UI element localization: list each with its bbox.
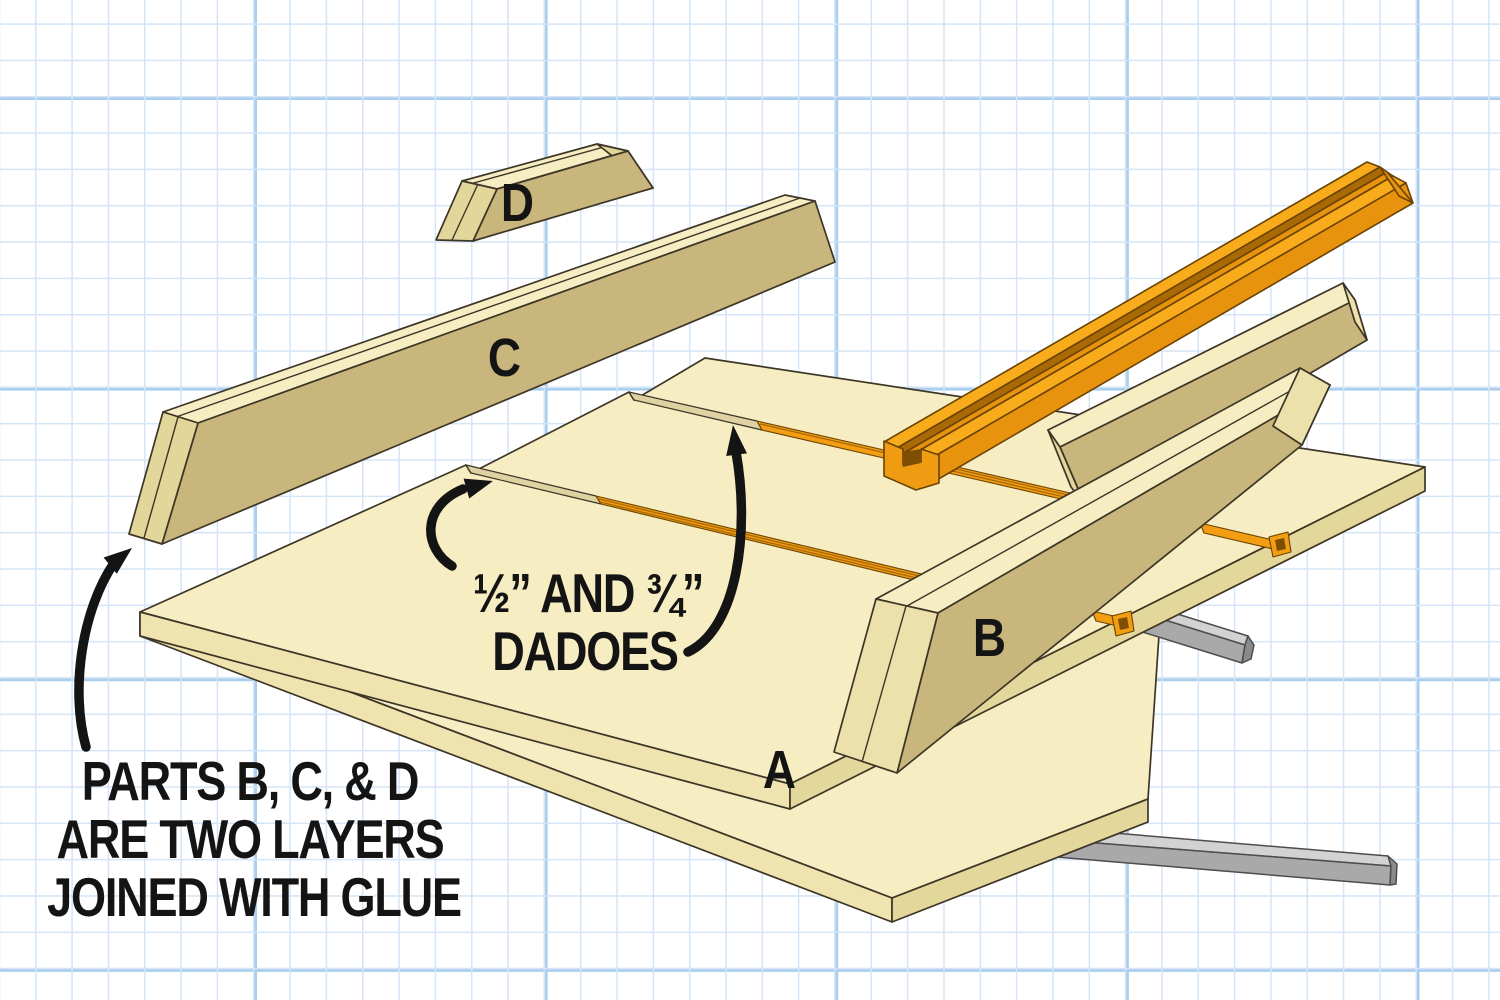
part-label-b: B — [973, 608, 1005, 668]
callout-glue-line3: JOINED WITH GLUE — [47, 866, 461, 928]
front-fence-b — [833, 367, 1331, 774]
half-inch-dado — [465, 464, 1135, 637]
stop-block-d — [435, 143, 654, 242]
curved-arrow-half-dado-icon — [426, 478, 493, 571]
annotation-arrows — [74, 425, 747, 752]
callout-glue-line2: ARE TWO LAYERS — [57, 808, 444, 870]
callout-dadoes-line2: DADOES — [492, 620, 678, 682]
callout-glue-note: PARTS B, C, & D ARE TWO LAYERS JOINED WI… — [47, 750, 462, 928]
curved-arrow-three-quarter-dado-icon — [683, 425, 747, 657]
curved-arrow-glue-note-icon — [74, 548, 132, 752]
part-label-a: A — [763, 740, 795, 800]
fence-c — [128, 194, 836, 545]
part-label-d: D — [501, 173, 533, 233]
t-track — [883, 161, 1414, 491]
callout-dadoes: ½” AND ¾” DADOES — [473, 562, 705, 682]
callout-dadoes-line1: ½” AND ¾” — [473, 562, 703, 624]
part-label-c: C — [488, 328, 520, 388]
rear-fence — [1047, 282, 1368, 506]
callout-glue-line1: PARTS B, C, & D — [82, 750, 418, 812]
